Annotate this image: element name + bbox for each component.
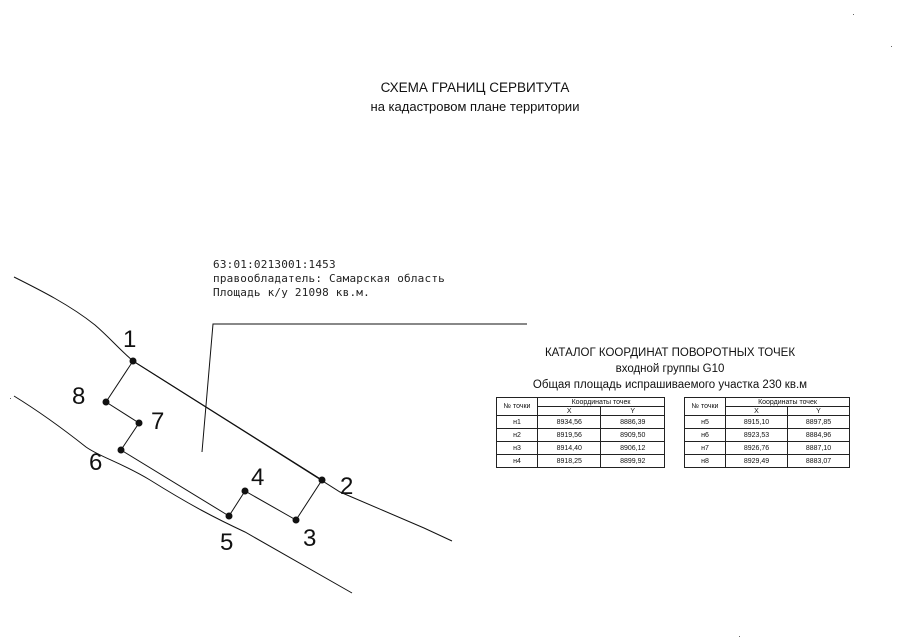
cadastral-number: 63:01:0213001:1453 <box>213 258 336 271</box>
header-y: Y <box>786 406 851 416</box>
point-marker-6 <box>117 446 125 454</box>
cell-point: н6 <box>684 428 726 442</box>
header-x: X <box>725 406 788 416</box>
table-row: н3 8914,40 8906,12 <box>496 441 665 455</box>
table-row: н7 8926,76 8887,10 <box>684 441 851 455</box>
coordinates-table-right: № точки Координаты точек X Y н5 8915,10 … <box>684 397 851 468</box>
scheme-title: СХЕМА ГРАНИЦ СЕРВИТУТА <box>380 80 570 95</box>
cell-y: 8886,39 <box>600 415 665 429</box>
point-label-8: 8 <box>72 383 85 410</box>
point-marker-1 <box>129 357 137 365</box>
point-label-5: 5 <box>220 529 233 556</box>
cell-x: 8926,76 <box>725 441 788 455</box>
header-y: Y <box>600 406 665 416</box>
point-label-1: 1 <box>123 326 136 353</box>
point-marker-5 <box>225 512 233 520</box>
cell-x: 8929,49 <box>725 454 788 468</box>
point-marker-8 <box>102 398 110 406</box>
header-coords: Координаты точек <box>537 397 665 407</box>
point-label-3: 3 <box>303 525 316 552</box>
cell-point: н7 <box>684 441 726 455</box>
cell-x: 8914,40 <box>536 441 602 455</box>
cell-x: 8918,25 <box>536 454 602 468</box>
cell-y: 8887,10 <box>786 441 851 455</box>
point-markers <box>102 357 326 524</box>
scan-speck <box>10 398 11 399</box>
scan-speck <box>891 46 892 47</box>
scan-speck <box>739 636 740 637</box>
cell-y: 8906,12 <box>600 441 665 455</box>
table-row: н6 8923,53 8884,96 <box>684 428 851 442</box>
point-label-7: 7 <box>151 408 164 435</box>
header-point: № точки <box>496 397 538 416</box>
cell-x: 8923,53 <box>725 428 788 442</box>
cell-y: 8897,85 <box>786 415 851 429</box>
scheme-subtitle: на кадастровом плане территории <box>370 99 580 114</box>
header-x: X <box>536 406 602 416</box>
cell-x: 8934,56 <box>536 415 602 429</box>
catalog-subtitle: входной группы G10 <box>615 363 725 375</box>
cell-point: н3 <box>496 441 538 455</box>
scan-speck <box>853 14 854 15</box>
point-marker-4 <box>241 487 249 495</box>
cell-y: 8884,96 <box>786 428 851 442</box>
point-label-2: 2 <box>340 473 353 500</box>
catalog-area: Общая площадь испрашиваемого участка 230… <box>532 379 808 391</box>
cell-point: н8 <box>684 454 726 468</box>
point-marker-3 <box>292 516 300 524</box>
coordinates-table-left: № точки Координаты точек X Y н1 8934,56 … <box>496 397 665 468</box>
cell-point: н2 <box>496 428 538 442</box>
cell-point: н4 <box>496 454 538 468</box>
parcel-area: Площадь к/у 21098 кв.м. <box>213 286 370 299</box>
header-point: № точки <box>684 397 726 416</box>
catalog-title: КАТАЛОГ КООРДИНАТ ПОВОРОТНЫХ ТОЧЕК <box>544 347 796 359</box>
header-coords: Координаты точек <box>725 397 850 407</box>
point-labels: 1 2 3 4 5 6 7 8 <box>72 326 353 556</box>
table-row: н8 8929,49 8883,07 <box>684 454 851 468</box>
cell-x: 8915,10 <box>725 415 788 429</box>
cell-point: н5 <box>684 415 726 429</box>
point-label-6: 6 <box>89 449 102 476</box>
point-marker-2 <box>318 476 326 484</box>
table-row: н5 8915,10 8897,85 <box>684 415 851 429</box>
rights-holder: правообладатель: Самарская область <box>213 272 445 285</box>
table-row: н1 8934,56 8886,39 <box>496 415 665 429</box>
cell-point: н1 <box>496 415 538 429</box>
cell-y: 8883,07 <box>786 454 851 468</box>
cell-y: 8909,50 <box>600 428 665 442</box>
cell-x: 8919,56 <box>536 428 602 442</box>
table-row: н2 8919,56 8909,50 <box>496 428 665 442</box>
servitude-polygon <box>105 360 323 521</box>
point-label-4: 4 <box>251 464 264 491</box>
cell-y: 8899,92 <box>600 454 665 468</box>
point-marker-7 <box>135 419 143 427</box>
parcel-leader-line <box>201 323 527 453</box>
lower-boundary-line <box>13 395 353 594</box>
table-row: н4 8918,25 8899,92 <box>496 454 665 468</box>
